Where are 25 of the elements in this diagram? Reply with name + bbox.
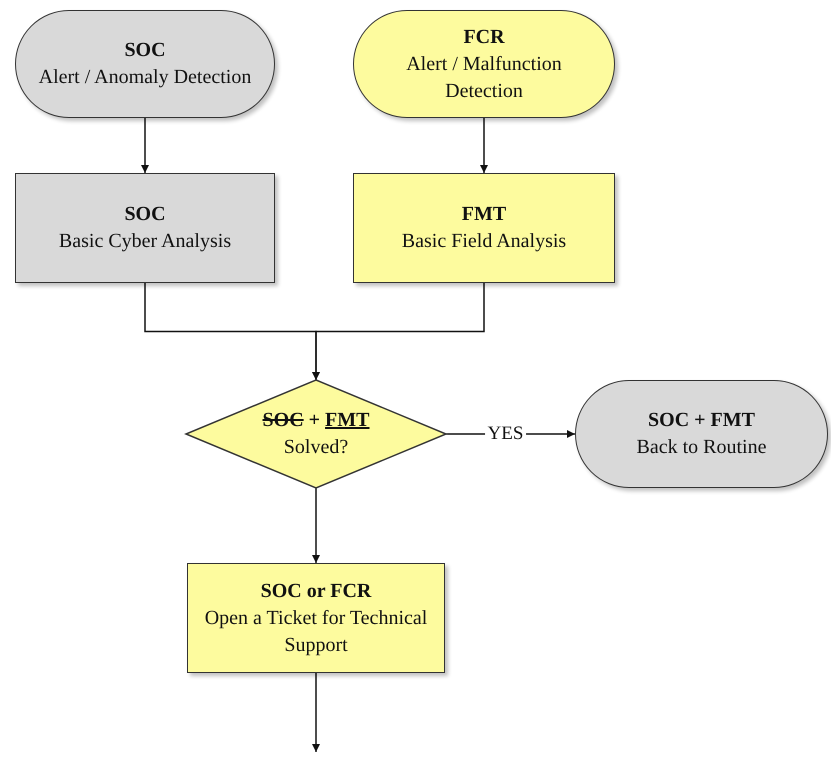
- node-text: Open a Ticket for Technical Support: [204, 606, 428, 658]
- process-box: [187, 563, 445, 673]
- arrow: [141, 118, 149, 173]
- node-text: Alert / Malfunction Detection: [405, 52, 563, 104]
- node-heading: SOC + FMT: [648, 408, 755, 433]
- arrow: [312, 488, 320, 563]
- node-heading: SOC: [124, 202, 166, 227]
- node-heading: SOC + FMT: [262, 408, 370, 433]
- arrow: [480, 118, 488, 173]
- node-heading: FCR: [463, 24, 505, 50]
- process-box: [15, 173, 275, 283]
- node-heading: SOC or FCR: [260, 578, 372, 604]
- arrow: [312, 283, 485, 380]
- process-box: [353, 173, 615, 283]
- node-text: Basic Field Analysis: [402, 229, 566, 254]
- arrow: [312, 673, 320, 752]
- node-heading: SOC: [124, 38, 166, 63]
- node-text: Alert / Anomaly Detection: [38, 65, 252, 90]
- node-heading: FMT: [462, 202, 506, 227]
- terminal-box: [575, 380, 828, 488]
- terminal-box: [15, 10, 275, 118]
- terminal-box: [353, 10, 615, 118]
- node-text: Back to Routine: [636, 435, 766, 460]
- node-text: Basic Cyber Analysis: [58, 229, 232, 254]
- node-text: Solved?: [284, 435, 348, 460]
